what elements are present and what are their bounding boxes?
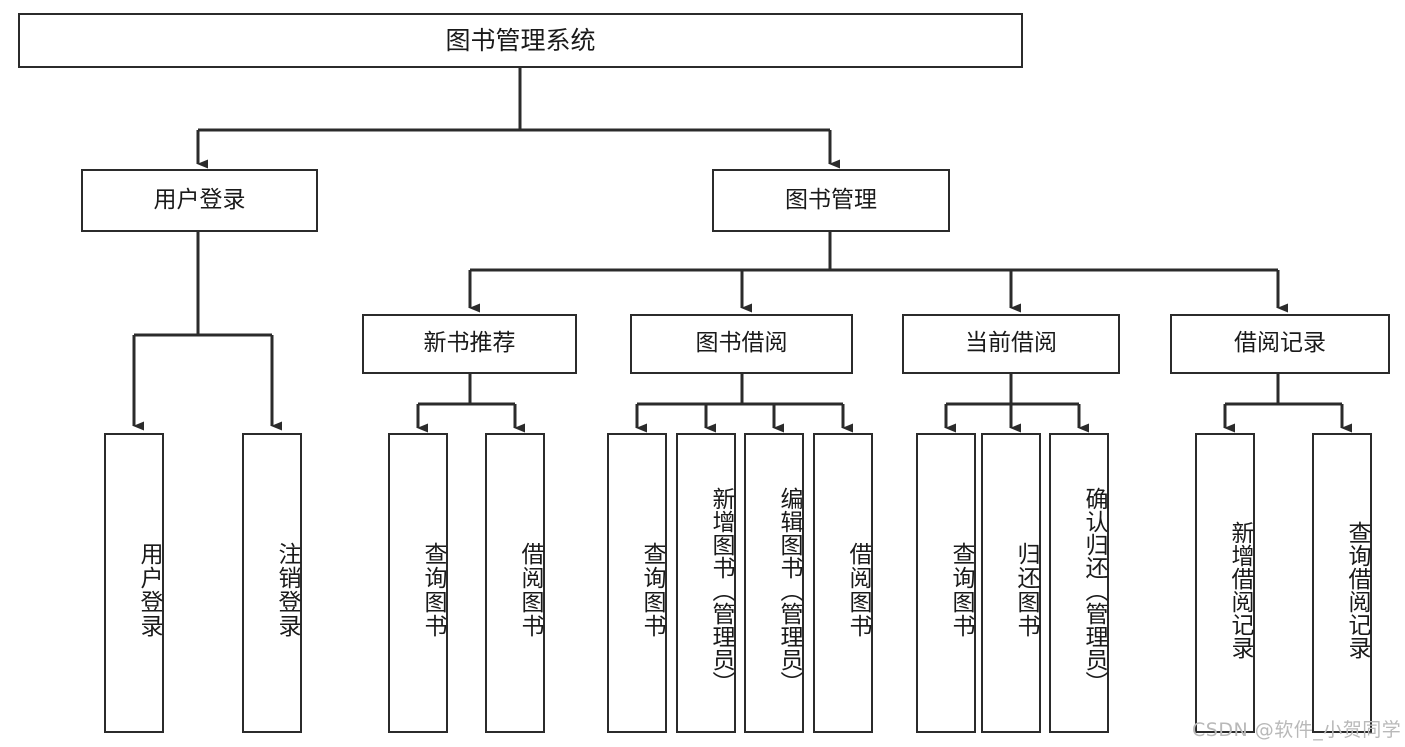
node-current-borrow-label: 当前借阅 bbox=[965, 330, 1057, 357]
leaf-label: 编辑图书（管理员） bbox=[776, 486, 802, 694]
leaf-label: 查询借阅记录 bbox=[1344, 521, 1370, 659]
node-root[interactable]: 图书管理系统 bbox=[18, 13, 1023, 68]
leaf-new-book-query[interactable]: 查询图书 bbox=[388, 433, 448, 733]
leaf-label: 借阅图书 bbox=[517, 542, 543, 638]
node-book-borrow[interactable]: 图书借阅 bbox=[630, 314, 853, 374]
leaf-borrow-record-add[interactable]: 新增借阅记录 bbox=[1195, 433, 1255, 733]
leaf-label: 归还图书 bbox=[1013, 542, 1039, 638]
node-borrow-record[interactable]: 借阅记录 bbox=[1170, 314, 1390, 374]
node-new-book-recommend-label: 新书推荐 bbox=[423, 330, 516, 357]
node-book-management-label: 图书管理 bbox=[785, 186, 877, 213]
leaf-user-login-signout[interactable]: 注销登录 bbox=[242, 433, 302, 733]
node-borrow-record-label: 借阅记录 bbox=[1234, 330, 1326, 357]
leaf-borrow-record-query[interactable]: 查询借阅记录 bbox=[1312, 433, 1372, 733]
leaf-label: 注销登录 bbox=[274, 542, 300, 638]
leaf-new-book-borrow[interactable]: 借阅图书 bbox=[485, 433, 545, 733]
leaf-label: 确认归还（管理员） bbox=[1081, 486, 1107, 694]
leaf-user-login-signin[interactable]: 用户登录 bbox=[104, 433, 164, 733]
node-user-login[interactable]: 用户登录 bbox=[81, 169, 318, 232]
leaf-current-borrow-return[interactable]: 归还图书 bbox=[981, 433, 1041, 733]
node-user-login-label: 用户登录 bbox=[153, 186, 246, 213]
leaf-current-borrow-query[interactable]: 查询图书 bbox=[916, 433, 976, 733]
leaf-label: 用户登录 bbox=[136, 542, 162, 638]
leaf-label: 查询图书 bbox=[420, 542, 446, 638]
node-book-management[interactable]: 图书管理 bbox=[712, 169, 950, 232]
node-new-book-recommend[interactable]: 新书推荐 bbox=[362, 314, 577, 374]
leaf-current-borrow-confirm-return[interactable]: 确认归还（管理员） bbox=[1049, 433, 1109, 733]
leaf-label: 新增借阅记录 bbox=[1227, 521, 1253, 659]
node-current-borrow[interactable]: 当前借阅 bbox=[902, 314, 1120, 374]
node-book-borrow-label: 图书借阅 bbox=[695, 330, 788, 357]
leaf-label: 新增图书（管理员） bbox=[708, 486, 734, 694]
leaf-label: 查询图书 bbox=[639, 542, 665, 638]
watermark: CSDN @软件_小贺同学 bbox=[1192, 719, 1402, 741]
leaf-label: 查询图书 bbox=[948, 542, 974, 638]
leaf-book-borrow-borrow[interactable]: 借阅图书 bbox=[813, 433, 873, 733]
leaf-book-borrow-edit[interactable]: 编辑图书（管理员） bbox=[744, 433, 804, 733]
node-root-label: 图书管理系统 bbox=[445, 25, 596, 55]
leaf-label: 借阅图书 bbox=[845, 542, 871, 638]
leaf-book-borrow-query[interactable]: 查询图书 bbox=[607, 433, 667, 733]
leaf-book-borrow-add[interactable]: 新增图书（管理员） bbox=[676, 433, 736, 733]
